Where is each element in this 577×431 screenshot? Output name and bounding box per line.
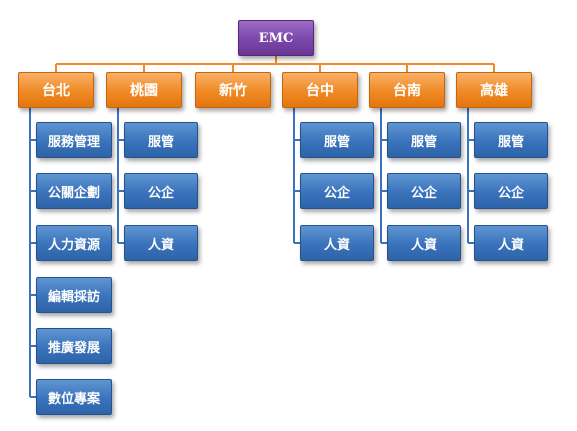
- unit-node: 人資: [124, 225, 198, 261]
- unit-node: 公企: [124, 173, 198, 209]
- unit-node: 服管: [300, 122, 374, 158]
- unit-node: 服管: [474, 122, 548, 158]
- unit-node: 推廣發展: [36, 328, 112, 364]
- unit-node: 公企: [387, 173, 461, 209]
- unit-node: 數位專案: [36, 379, 112, 415]
- root-node-emc: EMC: [238, 20, 314, 56]
- city-node-tainan: 台南: [369, 72, 445, 108]
- city-node-hsinchu: 新竹: [195, 72, 271, 108]
- unit-node: 服管: [387, 122, 461, 158]
- unit-node: 人資: [387, 225, 461, 261]
- unit-node: 服管: [124, 122, 198, 158]
- unit-node: 人資: [300, 225, 374, 261]
- unit-node: 人力資源: [36, 225, 112, 261]
- city-node-kaohsiung: 高雄: [456, 72, 532, 108]
- city-node-taichung: 台中: [282, 72, 358, 108]
- unit-node: 公企: [474, 173, 548, 209]
- unit-node: 編輯採訪: [36, 277, 112, 313]
- city-node-taoyuan: 桃園: [106, 72, 182, 108]
- city-node-taipei: 台北: [18, 72, 94, 108]
- unit-node: 服務管理: [36, 122, 112, 158]
- unit-node: 公企: [300, 173, 374, 209]
- unit-node: 人資: [474, 225, 548, 261]
- unit-node: 公關企劃: [36, 173, 112, 209]
